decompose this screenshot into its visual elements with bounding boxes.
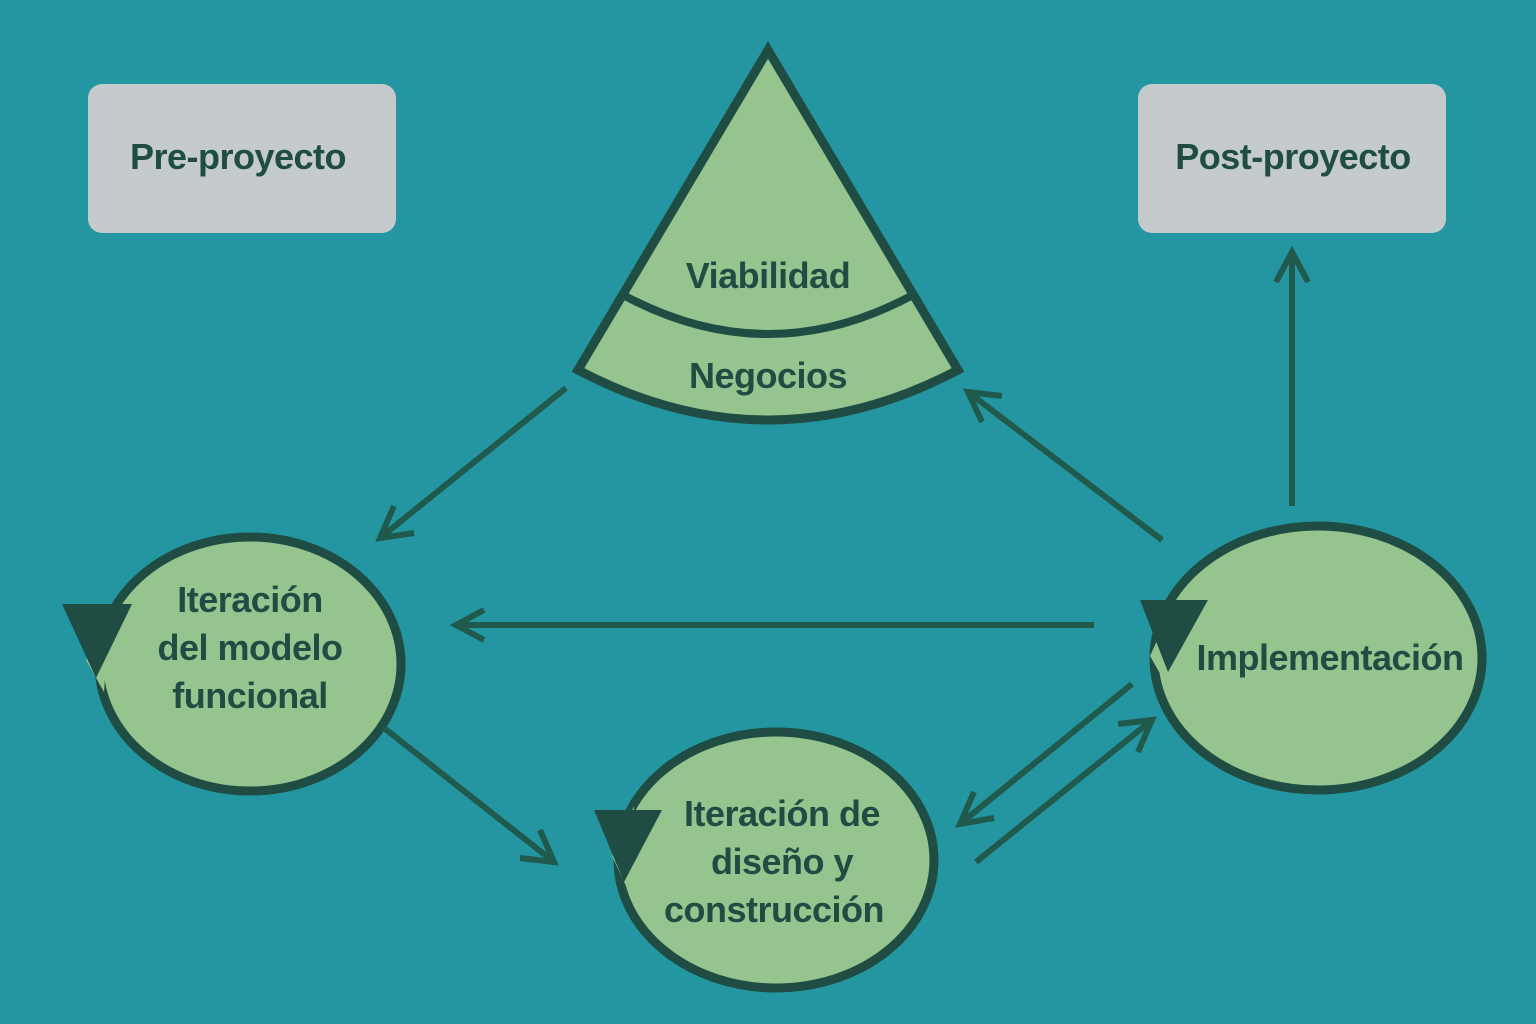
arrow-implementation-to-design: [955, 681, 1134, 828]
design-build-node: Iteración de diseño y construcción: [594, 727, 939, 993]
arrows: [375, 245, 1311, 866]
implementation-label: Implementación: [1196, 637, 1463, 678]
arrow-implementation-to-functional: [449, 607, 1094, 643]
functional-model-label-line2: del modelo: [157, 627, 342, 668]
cone-top-label: Viabilidad: [686, 255, 850, 296]
arrow-cone-to-functional: [375, 385, 568, 542]
cone-divider: [623, 292, 913, 338]
cone-bottom-label: Negocios: [689, 355, 847, 396]
arrow-implementation-to-post: [1273, 245, 1311, 506]
pre-project-box-shape: [88, 84, 396, 233]
arrow-design-to-implementation: [974, 716, 1157, 865]
design-build-cycle-arrow-icon: [594, 810, 662, 882]
arrow-implementation-to-cone: [963, 388, 1164, 543]
feasibility-business-cone: Viabilidad Negocios: [571, 41, 965, 425]
pre-project-label: Pre-proyecto: [130, 136, 346, 177]
functional-model-cycle-arrow-icon: [62, 604, 132, 678]
functional-model-node: Iteración del modelo funcional: [62, 532, 406, 796]
post-project-box-shape: [1138, 84, 1446, 233]
functional-model-label-line3: funcional: [172, 675, 328, 716]
functional-model-label-line1: Iteración: [177, 579, 323, 620]
design-build-label-line3: construcción: [664, 889, 884, 930]
pre-project-box: Pre-proyecto: [88, 84, 396, 233]
implementation-node: Implementación: [1140, 521, 1487, 795]
post-project-label: Post-proyecto: [1175, 136, 1411, 177]
design-build-label-line1: Iteración de: [684, 793, 880, 834]
post-project-box: Post-proyecto: [1138, 84, 1446, 233]
design-build-label-line2: diseño y: [711, 841, 854, 882]
arrow-functional-to-design: [382, 725, 559, 866]
implementation-cycle-arrow-icon: [1140, 600, 1208, 672]
cone-shape: [571, 41, 965, 425]
